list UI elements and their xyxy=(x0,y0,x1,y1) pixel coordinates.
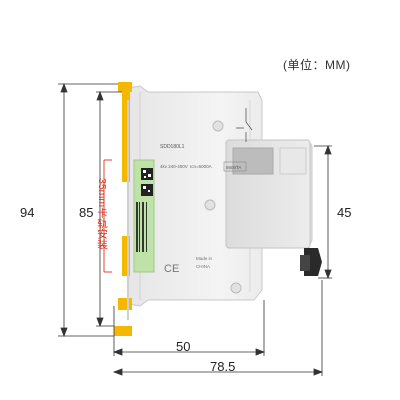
toggle-handle-base xyxy=(300,255,310,271)
circuit-symbol xyxy=(236,108,253,142)
rail-note-bracket xyxy=(103,159,112,273)
qr-code-block xyxy=(141,168,153,196)
class-box-text: 5600TA xyxy=(226,165,241,170)
dimension-label-94: 94 xyxy=(20,205,35,220)
dimension-lines xyxy=(58,82,332,376)
made-in-text: Made in xyxy=(196,256,213,261)
model-text: SDD180L1 xyxy=(160,144,185,150)
ce-mark: CE xyxy=(164,263,179,275)
dimension-label-50: 50 xyxy=(176,339,191,354)
terminal-screw-bottom xyxy=(230,282,242,294)
spec-text-1: 4kv 240-400V xyxy=(160,164,188,169)
class-box xyxy=(223,161,247,172)
terminal-screw-top xyxy=(212,120,224,132)
label-slot xyxy=(279,147,307,175)
spec-text-2: Icn=6000A xyxy=(190,164,212,169)
indicator-window xyxy=(232,147,274,175)
label-barcode xyxy=(136,202,147,252)
dimension-label-85: 85 xyxy=(79,205,94,220)
country-text: CHINA xyxy=(196,264,210,269)
unit-label: (单位：MM) xyxy=(283,58,351,72)
dimension-label-78-5: 78.5 xyxy=(210,359,236,374)
dimension-label-45: 45 xyxy=(337,205,352,220)
rail-mount-note: 35mm卡轨安装 xyxy=(96,178,108,250)
terminal-screw-mid xyxy=(204,199,216,211)
